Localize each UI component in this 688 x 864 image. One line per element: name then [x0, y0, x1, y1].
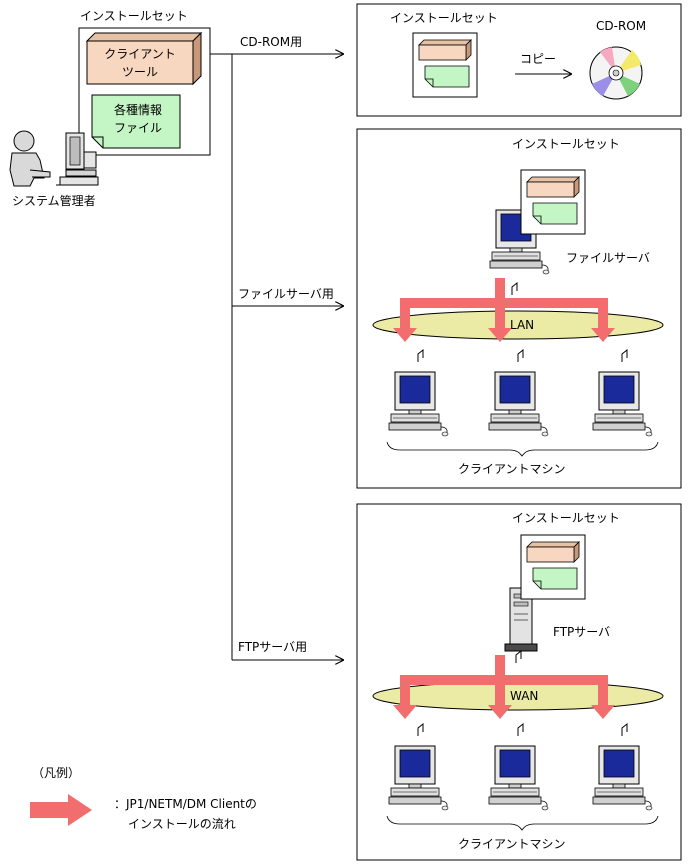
source-install-set-label: インストールセット [80, 9, 188, 23]
lan-ellipse [372, 310, 664, 340]
route-label-fileserver: ファイルサーバ用 [238, 287, 334, 301]
info-file-line2: ファイル [114, 121, 162, 135]
cdrom-panel: インストールセット コピー CD-ROM [356, 3, 682, 117]
cdrom-label: CD-ROM [596, 19, 646, 33]
admin-label: システム管理者 [12, 193, 96, 208]
ftp-panel-install-set [520, 534, 586, 600]
info-file-doc: 各種情報 ファイル [91, 94, 181, 149]
fileserver-panel-install-set-label: インストールセット [512, 137, 620, 151]
cdrom-disc-icon [589, 46, 643, 100]
fileserver-panel: インストールセット ファイルサーバ LAN クライアントマシン [356, 128, 682, 489]
client-tool-line1: クライアント [104, 47, 176, 61]
legend-title: （凡例） [32, 766, 80, 780]
client-tool-box: クライアント ツール [85, 31, 203, 86]
client-tool-line2: ツール [122, 65, 158, 79]
ftp-panel-install-set-label: インストールセット [512, 511, 620, 525]
route-label-cdrom: CD-ROM用 [240, 35, 302, 49]
admin-figure [9, 130, 99, 187]
file-server-label: ファイルサーバ [566, 251, 650, 265]
wan-label: WAN [510, 689, 538, 703]
distribution-lines [210, 54, 344, 660]
source-install-set: インストールセット クライアント ツール 各種情報 ファイル [78, 9, 211, 156]
info-file-line1: 各種情報 [114, 102, 162, 117]
route-label-ftpserver: FTPサーバ用 [238, 640, 307, 654]
lan-clients-label: クライアントマシン [458, 462, 566, 476]
fileserver-panel-install-set [520, 169, 586, 235]
lan-label: LAN [510, 318, 534, 332]
wan-flow-arrows [393, 655, 615, 719]
cdrom-panel-install-set [412, 32, 478, 98]
legend-line1: ：JP1/NETM/DM Clientの [114, 797, 257, 811]
ftp-panel: インストールセット FTPサーバ WAN クライアントマシン [356, 503, 682, 861]
legend-line2: インストールの流れ [128, 817, 236, 831]
wan-clients-label: クライアントマシン [458, 837, 566, 851]
copy-label: コピー [520, 52, 556, 66]
legend-flow-arrow [30, 794, 92, 826]
lan-flow-arrows [393, 278, 615, 342]
legend: （凡例） ：JP1/NETM/DM Clientの インストールの流れ [30, 766, 257, 831]
ftp-server-label: FTPサーバ [553, 625, 610, 639]
cdrom-panel-install-set-label: インストールセット [390, 11, 498, 25]
